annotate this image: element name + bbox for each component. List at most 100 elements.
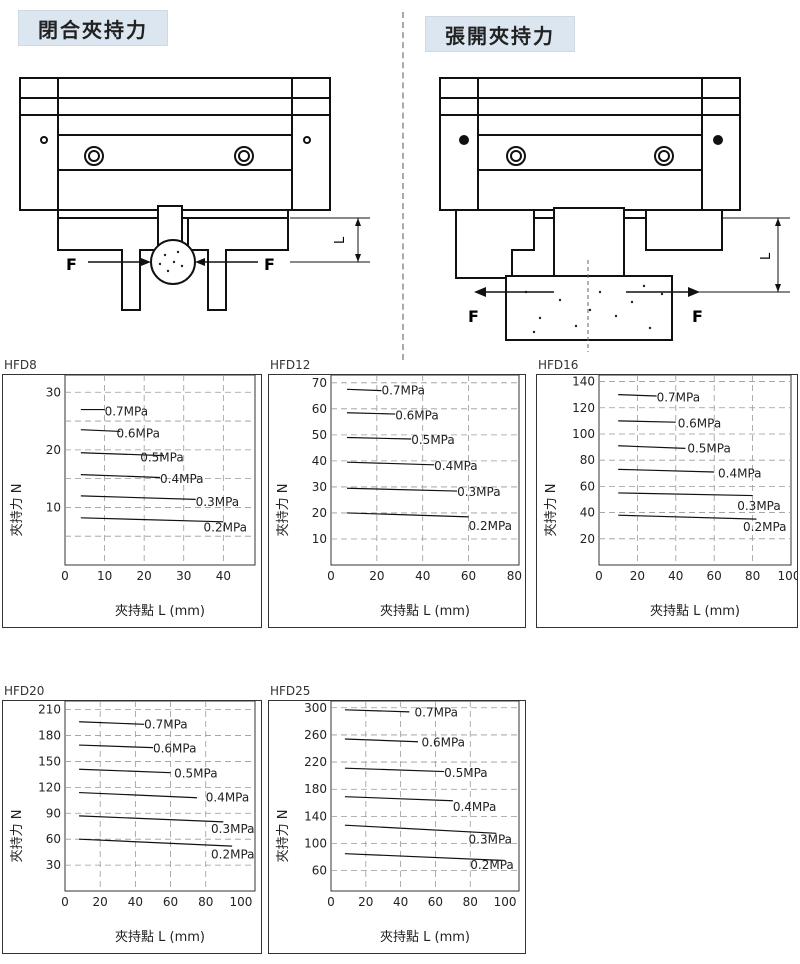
open-gripper-diagram: F F L (439, 77, 790, 352)
x-tick-label: 20 (369, 569, 384, 583)
x-tick-label: 60 (428, 895, 443, 909)
y-tick-label: 40 (580, 506, 595, 520)
x-tick-label: 100 (229, 895, 252, 909)
x-axis-label: 夾持點 L (mm) (380, 930, 470, 945)
y-axis-label: 夾持力 N (10, 484, 25, 537)
series-line (79, 815, 224, 823)
x-tick-label: 20 (93, 895, 108, 909)
series-label: 0.6MPa (116, 427, 160, 441)
x-axis-label: 夾持點 L (mm) (650, 604, 740, 619)
y-tick-label: 150 (38, 754, 61, 768)
y-tick-label: 180 (38, 729, 61, 743)
panel-label-hfd8: HFD8 (4, 358, 37, 372)
series-label: 0.2MPa (204, 521, 248, 535)
series-line (344, 796, 453, 802)
series-label: 0.3MPa (196, 495, 240, 509)
series-label: 0.2MPa (211, 848, 255, 862)
panel-label-hfd16: HFD16 (538, 358, 579, 372)
series-label: 0.4MPa (206, 791, 250, 805)
series-line (79, 768, 171, 774)
y-tick-label: 40 (312, 454, 327, 468)
plot-area (330, 700, 520, 892)
y-tick-label: 180 (304, 782, 327, 796)
series-label: 0.7MPa (381, 384, 425, 398)
x-axis-label: 夾持點 L (mm) (115, 604, 205, 619)
y-tick-label: 100 (304, 837, 327, 851)
series-label: 0.7MPa (657, 390, 701, 404)
panel-label-hfd25: HFD25 (270, 684, 311, 698)
force-label-right: F (692, 307, 703, 326)
x-tick-label: 20 (358, 895, 373, 909)
x-tick-label: 60 (707, 569, 722, 583)
distance-label: L (333, 236, 348, 244)
left-jaw (455, 209, 535, 279)
gripper-body (439, 77, 741, 211)
y-axis-label: 夾持力 N (276, 484, 291, 537)
series-line (344, 767, 445, 773)
close-force-title: 閉合夾持力 (18, 10, 168, 46)
x-tick-label: 30 (176, 569, 191, 583)
y-tick-label: 80 (580, 453, 595, 467)
x-tick-label: 10 (97, 569, 112, 583)
series-label: 0.7MPa (105, 404, 149, 418)
series-label: 0.4MPa (718, 466, 762, 480)
force-label-left: F (66, 255, 77, 274)
x-tick-label: 40 (415, 569, 430, 583)
panel-label-hfd20: HFD20 (4, 684, 45, 698)
right-jaw (187, 217, 289, 311)
y-tick-label: 120 (572, 401, 595, 415)
series-line (80, 452, 164, 457)
series-label: 0.6MPa (153, 742, 197, 756)
series-line (347, 487, 458, 492)
x-tick-label: 60 (163, 895, 178, 909)
series-line (80, 495, 196, 500)
series-line (618, 492, 753, 497)
series-label: 0.6MPa (395, 408, 439, 422)
y-axis-label: 夾持力 N (544, 484, 559, 537)
x-tick-label: 40 (668, 569, 683, 583)
y-tick-label: 260 (304, 728, 327, 742)
open-force-title: 張開夾持力 (425, 16, 575, 52)
series-line (618, 420, 676, 423)
right-jaw (645, 209, 723, 251)
x-axis-label: 夾持點 L (mm) (115, 930, 205, 945)
x-tick-label: 0 (327, 895, 335, 909)
series-line (79, 838, 233, 847)
series-label: 0.3MPa (469, 832, 513, 846)
series-label: 0.7MPa (415, 706, 459, 720)
y-tick-label: 60 (580, 479, 595, 493)
x-tick-label: 100 (778, 569, 797, 583)
series-line (344, 709, 410, 713)
panel-label-hfd12: HFD12 (270, 358, 311, 372)
series-line (347, 512, 469, 518)
x-tick-label: 100 (494, 895, 517, 909)
x-tick-label: 0 (61, 895, 69, 909)
series-label: 0.3MPa (737, 499, 781, 513)
series-line (344, 738, 419, 743)
series-line (347, 436, 412, 440)
distance-label: L (759, 252, 774, 260)
series-label: 0.4MPa (453, 800, 497, 814)
gripper-body (19, 77, 331, 211)
series-label: 0.5MPa (444, 766, 488, 780)
series-label: 0.6MPa (678, 416, 722, 430)
x-tick-label: 60 (461, 569, 476, 583)
x-tick-label: 80 (507, 569, 522, 583)
series-label: 0.2MPa (470, 858, 514, 872)
series-label: 0.6MPa (422, 735, 466, 749)
series-label: 0.5MPa (174, 767, 218, 781)
y-tick-label: 70 (312, 376, 327, 390)
plot-area (64, 700, 256, 892)
y-tick-label: 300 (304, 701, 327, 715)
y-tick-label: 210 (38, 703, 61, 717)
series-label: 0.5MPa (687, 441, 731, 455)
y-tick-label: 60 (312, 402, 327, 416)
plot-area (598, 374, 792, 566)
x-tick-label: 80 (463, 895, 478, 909)
series-line (80, 429, 121, 433)
